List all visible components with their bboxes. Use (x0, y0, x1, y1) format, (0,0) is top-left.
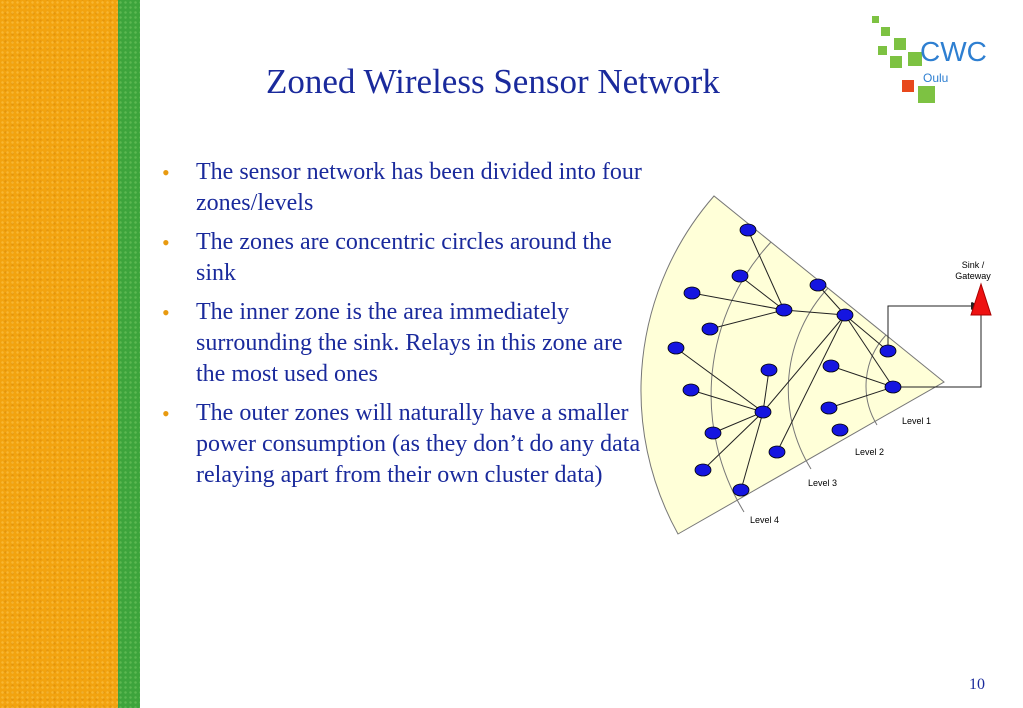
level-4-label: Level 4 (750, 515, 779, 525)
sensor-node (704, 426, 722, 440)
sensor-node (836, 308, 854, 322)
bullet-item: • The zones are concentric circles around… (162, 227, 642, 289)
sensor-node (701, 322, 719, 336)
bullet-item: • The outer zones will naturally have a s… (162, 398, 642, 491)
sensor-node (775, 303, 793, 317)
level-1-label: Level 1 (902, 416, 931, 426)
bullet-list: • The sensor network has been divided int… (162, 157, 642, 499)
sensor-node (694, 463, 712, 477)
zoned-network-diagram: Sink / Gateway Level 1 Level 2 Level 3 L… (640, 195, 992, 535)
sensor-node (739, 223, 757, 237)
sensor-node (760, 363, 778, 377)
bullet-text: The sensor network has been divided into… (196, 159, 642, 216)
sensor-node (732, 483, 750, 497)
bullet-marker: • (162, 160, 170, 185)
sensor-node (768, 445, 786, 459)
bullet-item: • The sensor network has been divided int… (162, 157, 642, 219)
cwc-logo: CWC Oulu (872, 16, 987, 103)
sensor-node (682, 383, 700, 397)
sensor-node (820, 401, 838, 415)
sink-gateway-icon (970, 282, 992, 316)
bullet-text: The zones are concentric circles around … (196, 229, 612, 286)
bullet-marker: • (162, 230, 170, 255)
sink-label-line1: Sink / (962, 260, 985, 270)
decorative-orange-stripe (0, 0, 118, 708)
sensor-nodes (667, 223, 902, 497)
zone-arc-level-2 (787, 287, 829, 470)
bullet-item: • The inner zone is the area immediately… (162, 297, 642, 390)
level-3-label: Level 3 (808, 478, 837, 488)
bullet-text: The outer zones will naturally have a sm… (196, 400, 641, 488)
decorative-green-stripe (118, 0, 140, 708)
level-2-label: Level 2 (855, 447, 884, 457)
sensor-node (822, 359, 840, 373)
slide-title: Zoned Wireless Sensor Network (266, 62, 720, 101)
sensor-node (879, 344, 897, 358)
sensor-node (884, 380, 902, 394)
sensor-node (754, 405, 772, 419)
zone-sector (640, 195, 945, 535)
sensor-node (667, 341, 685, 355)
sensor-node (683, 286, 701, 300)
bullet-marker: • (162, 300, 170, 325)
sensor-node (731, 269, 749, 283)
gateway-link-upper (887, 305, 972, 351)
sensor-node (809, 278, 827, 292)
sink-label-line2: Gateway (955, 271, 991, 281)
logo-sub-text: Oulu (923, 71, 948, 85)
logo-main-text: CWC (920, 36, 987, 67)
node-links (675, 229, 894, 491)
bullet-text: The inner zone is the area immediately s… (196, 299, 623, 387)
page-number: 10 (969, 676, 985, 693)
bullet-marker: • (162, 401, 170, 426)
sensor-node (831, 423, 849, 437)
